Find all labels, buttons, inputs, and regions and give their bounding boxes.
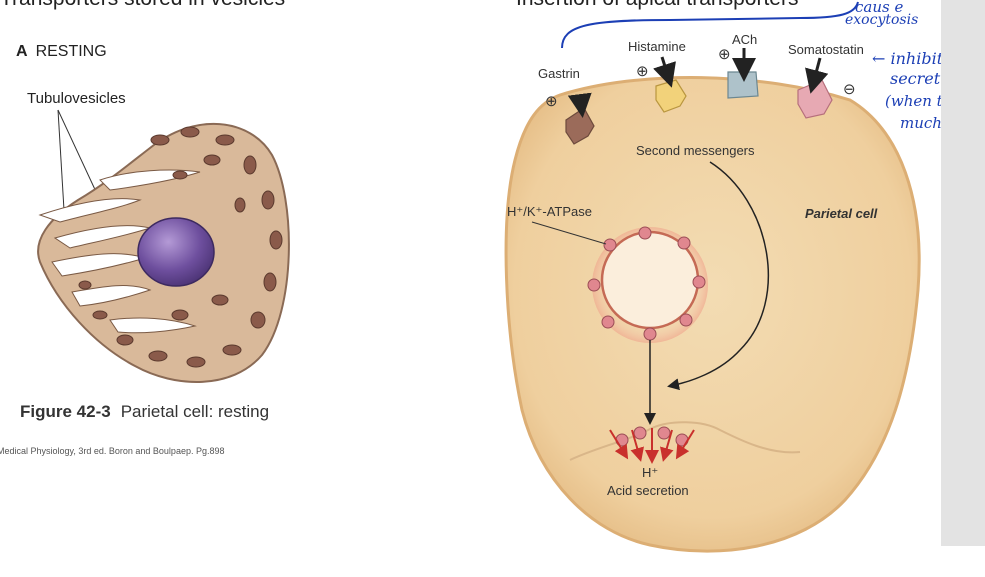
right-sidebar[interactable] <box>941 0 985 546</box>
tubulovesicles-label: Tubulovesicles <box>27 90 126 107</box>
label-acid-secretion: Acid secretion <box>607 483 689 498</box>
label-ach: ACh <box>732 32 758 47</box>
plus-icon: ⊕ <box>718 46 731 63</box>
label-hplus: H⁺ <box>642 465 659 480</box>
pointer-line <box>57 109 99 197</box>
resting-cell-illustration <box>37 109 290 384</box>
nucleus <box>137 217 215 287</box>
panel-title-text: RESTING <box>35 43 107 60</box>
label-pump: H⁺/K⁺-ATPase <box>507 204 593 219</box>
annotation-inhibits: ← inhibits <box>872 49 952 68</box>
figure-number: Figure 42-3 <box>20 402 111 421</box>
figure-caption: Figure 42-3 Parietal cell: resting <box>20 402 269 422</box>
receptor-histamine <box>653 56 687 113</box>
plus-icon: ⊕ <box>636 63 649 80</box>
right-heading: Insertion of apical transporters <box>516 0 798 11</box>
acid-arrows <box>609 428 695 464</box>
handwritten-bracket <box>561 1 859 49</box>
annotation-much: much) <box>900 114 948 132</box>
label-gastrin: Gastrin <box>538 66 580 81</box>
mitochondria <box>78 126 283 368</box>
source-citation: Medical Physiology, 3rd ed. Boron and Bo… <box>0 446 225 456</box>
panel-letter: A <box>16 43 28 60</box>
label-second-messengers: Second messengers <box>636 143 755 158</box>
parietal-cell-diagram <box>504 1 921 553</box>
receptor-gastrin <box>565 92 595 145</box>
left-heading: Transporters stored in vesicles <box>0 0 285 11</box>
receptor-somatostatin <box>797 57 833 119</box>
receptor-ach <box>727 48 759 99</box>
plus-icon: ⊕ <box>545 93 558 110</box>
minus-icon: ⊖ <box>843 81 856 98</box>
label-histamine: Histamine <box>628 39 686 54</box>
parietal-cell-body <box>504 76 921 553</box>
canaliculus-edge <box>569 421 801 461</box>
figure-caption-text: Parietal cell: resting <box>120 402 270 421</box>
label-parietal-cell: Parietal cell <box>805 206 878 221</box>
annotation-exocytosis: exocytosis <box>845 12 919 28</box>
annotation-causes: caus e <box>855 0 904 16</box>
pump-pointer <box>531 221 607 245</box>
panel-title: A RESTING <box>16 43 107 61</box>
pump-molecules <box>587 226 706 341</box>
label-somatostatin: Somatostatin <box>788 42 864 57</box>
pointer-line <box>57 109 65 211</box>
second-messenger-arrow <box>667 161 770 391</box>
